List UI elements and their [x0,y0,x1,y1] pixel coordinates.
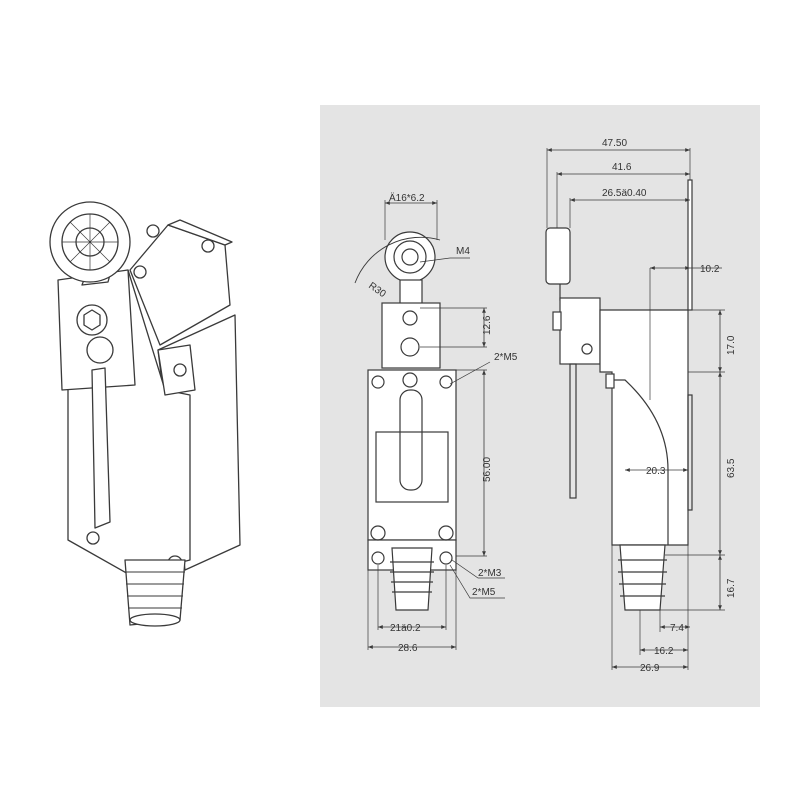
dim-offset: 26.5ä0.40 [602,188,647,199]
screw-icon [76,304,114,364]
dim-w3: 26.9 [640,663,660,674]
dim-w2: 16.2 [654,646,674,657]
side-view-labels: 47.50 41.6 26.5ä0.40 10.2 17.0 63.5 20.3… [602,138,737,674]
dim-top-gap: 10.2 [700,264,720,275]
dim-boot: 16.7 [726,578,737,598]
dim-w1: 7.4 [670,623,684,634]
dim-body: 63.5 [726,458,737,478]
dim-height-main: 56.00 [482,457,493,482]
front-view [354,200,505,650]
isometric-switch-view [49,201,241,627]
dim-roller: Ä16*6.2 [389,192,425,204]
dim-total: 47.50 [602,138,627,149]
dim-holes-upper: 2*M5 [494,352,518,363]
dim-mid: 20.3 [646,466,666,477]
dim-holes-m5: 2*M5 [472,587,496,598]
dim-arm: 41.6 [612,162,632,173]
dim-thread: M4 [456,246,470,257]
dim-bolt-spacing: 21ä0.2 [390,623,421,634]
dim-holes-m3: 2*M3 [478,568,502,579]
dim-height-upper: 12.6 [482,315,493,335]
side-view [545,148,725,670]
dim-radius: R30 [366,280,388,300]
dim-width: 28.6 [398,643,418,654]
dim-head: 17.0 [726,335,737,355]
roller-icon [49,201,131,283]
